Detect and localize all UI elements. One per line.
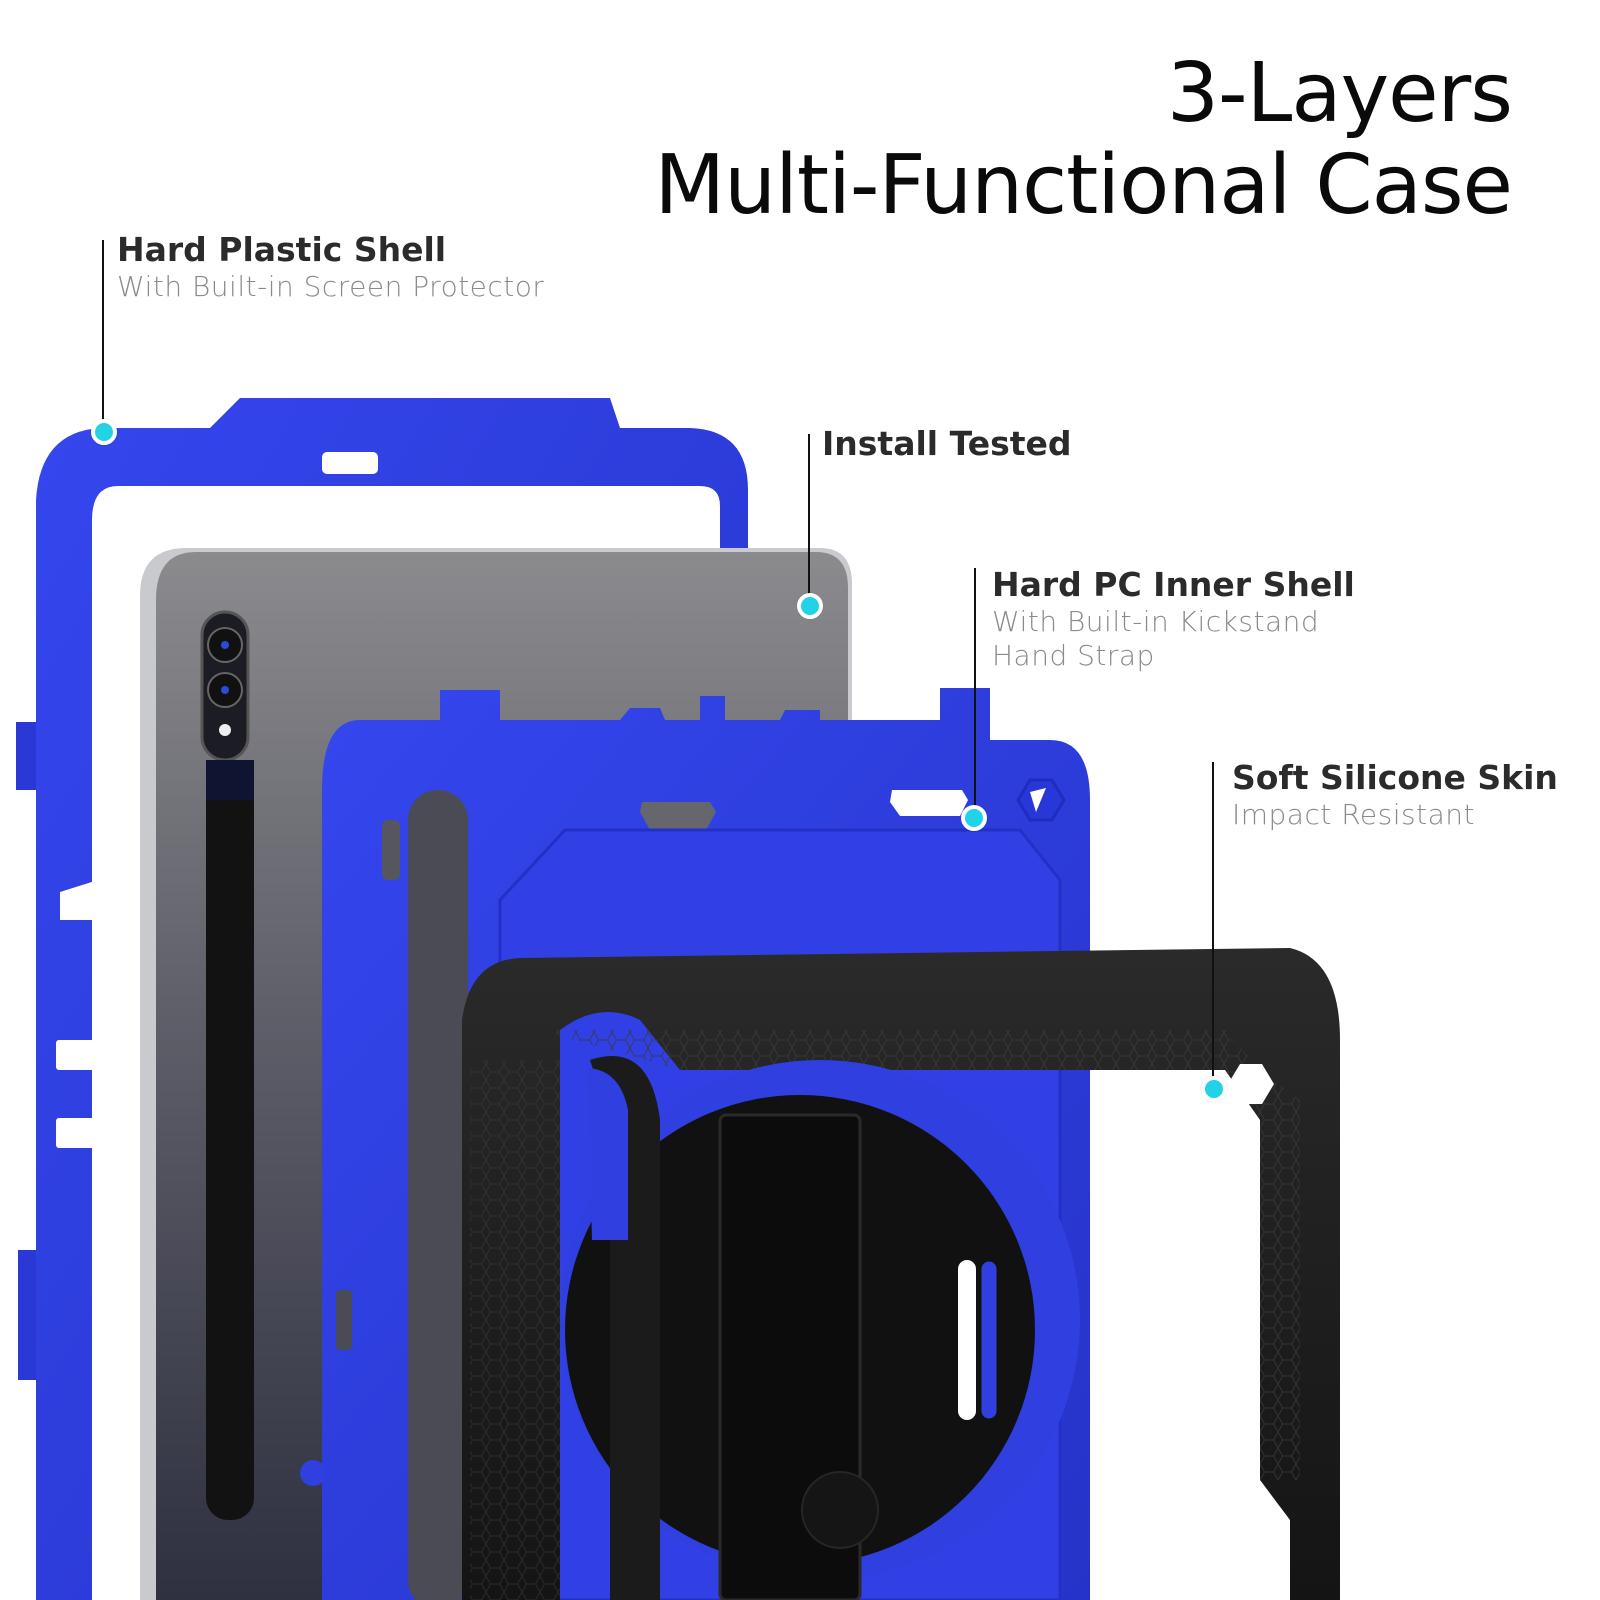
callout-hard-plastic-shell: Hard Plastic Shell With Built-in Screen … (117, 230, 544, 304)
callout-connector-line (102, 240, 104, 430)
callout-subtitle: Impact Resistant (1232, 798, 1475, 831)
callout-marker-dot (1201, 1076, 1227, 1102)
callout-soft-silicone-skin: Soft Silicone Skin Impact Resistant (1232, 758, 1558, 832)
callout-subtitle: Hand Strap (992, 639, 1155, 672)
headline-line-2: Multi-Functional Case (654, 138, 1513, 233)
callout-hard-pc-inner-shell: Hard PC Inner Shell With Built-in Kickst… (992, 565, 1355, 673)
callout-title: Hard PC Inner Shell (992, 565, 1355, 604)
stylus-pen (206, 760, 254, 1520)
callout-marker-dot (91, 419, 117, 445)
callout-title: Hard Plastic Shell (117, 230, 447, 269)
soft-silicone-skin (462, 948, 1340, 1600)
callout-marker-dot (797, 593, 823, 619)
headline-line-1: 3-Layers (1166, 46, 1513, 141)
callout-connector-line (1212, 762, 1214, 1082)
headline: 3-Layers Multi-Functional Case (654, 46, 1513, 233)
hard-plastic-shell-frame (16, 398, 748, 1600)
callout-connector-line (974, 568, 976, 808)
callout-subtitle: With Built-in Kickstand (992, 605, 1320, 638)
callout-marker-dot (961, 805, 987, 831)
callout-title: Soft Silicone Skin (1232, 758, 1558, 797)
callout-connector-line (808, 434, 810, 600)
callout-title: Install Tested (822, 424, 1072, 463)
callout-install-tested: Install Tested (822, 424, 1072, 464)
callout-subtitle: With Built-in Screen Protector (117, 270, 545, 303)
